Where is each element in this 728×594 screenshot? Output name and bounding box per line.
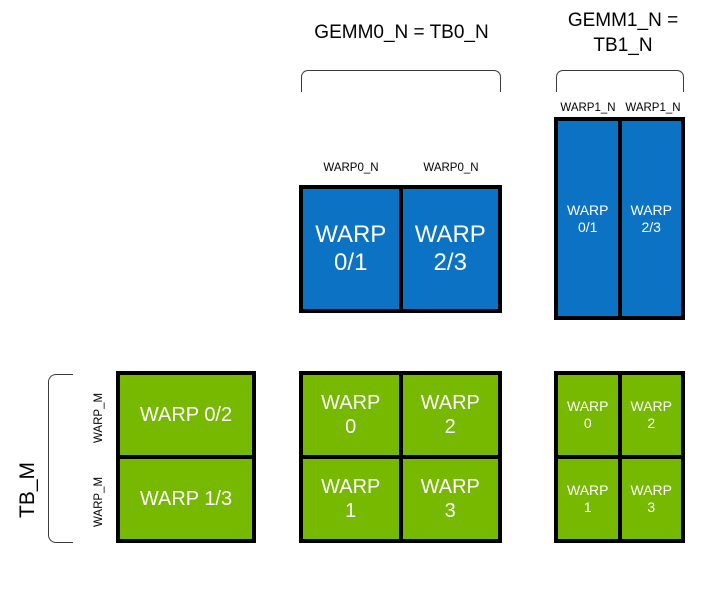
warp-m-bottom-label: WARP_M — [93, 476, 105, 528]
gemm1-heading: GEMM1_N = TB1_N — [567, 10, 679, 56]
gemm1-blue-block: WARP 0/1 WARP 2/3 — [554, 117, 685, 320]
gemm0-blue-block: WARP 0/1 WARP 2/3 — [299, 185, 502, 313]
tb-m-bracket — [48, 374, 73, 543]
green-cell-warp-2: WARP 2 — [621, 375, 681, 455]
warp0-n-right-label: WARP0_N — [423, 162, 479, 174]
blue-cell-warp-0-1: WARP 0/1 — [558, 121, 618, 316]
gemm0-green-block: WARP 0 WARP 2 WARP 1 WARP 3 — [299, 371, 502, 543]
warp0-n-left-label: WARP0_N — [323, 162, 379, 174]
green-cell-warp-0-2: WARP 0/2 — [120, 375, 252, 455]
gemm0-bracket — [301, 70, 501, 92]
green-cell-warp-3: WARP 3 — [402, 459, 498, 539]
green-cell-warp-0: WARP 0 — [558, 375, 618, 455]
green-cell-warp-1: WARP 1 — [303, 459, 399, 539]
warp-m-top-label: WARP_M — [93, 392, 105, 444]
green-cell-warp-1-3: WARP 1/3 — [120, 459, 252, 539]
tb-m-green-block: WARP 0/2 WARP 1/3 — [116, 371, 256, 543]
green-cell-warp-0: WARP 0 — [303, 375, 399, 455]
green-cell-warp-2: WARP 2 — [402, 375, 498, 455]
gemm0-heading: GEMM0_N = TB0_N — [314, 22, 489, 43]
blue-cell-warp-0-1: WARP 0/1 — [303, 189, 399, 309]
gemm1-green-block: WARP 0 WARP 2 WARP 1 WARP 3 — [554, 371, 685, 543]
green-cell-warp-1: WARP 1 — [558, 459, 618, 539]
green-cell-warp-3: WARP 3 — [621, 459, 681, 539]
warp1-n-right-label: WARP1_N — [625, 102, 681, 114]
gemm1-bracket — [556, 70, 684, 92]
blue-cell-warp-2-3: WARP 2/3 — [621, 121, 681, 316]
warp1-n-left-label: WARP1_N — [560, 102, 616, 114]
blue-cell-warp-2-3: WARP 2/3 — [402, 189, 498, 309]
tb-m-label: TB_M — [16, 461, 39, 518]
